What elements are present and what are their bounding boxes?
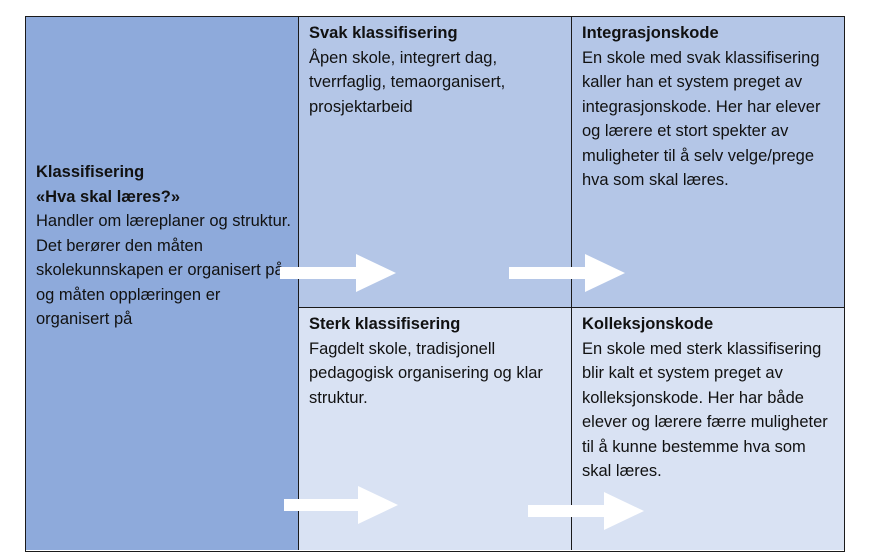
cell-klassifisering: Klassifisering «Hva skal læres?» Handler…	[26, 17, 299, 550]
heading-svak-klassifisering: Svak klassifisering	[309, 24, 458, 42]
cell-integrasjonskode: Integrasjonskode En skole med svak klass…	[572, 17, 844, 308]
heading-question: «Hva skal læres?»	[36, 187, 181, 206]
cell-kolleksjonskode: Kolleksjonskode En skole med sterk klass…	[572, 308, 844, 550]
arrow-right-icon	[509, 254, 625, 292]
text-integrasjonskode: En skole med svak klassifisering kaller …	[582, 48, 821, 190]
heading-klassifisering: Klassifisering	[36, 163, 145, 181]
text-kolleksjonskode: En skole med sterk klassifisering blir k…	[582, 339, 828, 481]
arrow-right-icon	[280, 254, 396, 292]
text-svak-klassifisering: Åpen skole, integrert dag, tverrfaglig, …	[309, 48, 506, 116]
heading-sterk-klassifisering: Sterk klassifisering	[309, 315, 461, 333]
arrow-right-icon	[528, 492, 644, 530]
cell-svak-klassifisering: Svak klassifisering Åpen skole, integrer…	[299, 17, 572, 308]
heading-kolleksjonskode: Kolleksjonskode	[582, 315, 714, 333]
text-klassifisering: Handler om læreplaner og struktur. Det b…	[36, 212, 291, 328]
classification-table: Klassifisering «Hva skal læres?» Handler…	[25, 16, 845, 552]
heading-integrasjonskode: Integrasjonskode	[582, 24, 719, 42]
text-sterk-klassifisering: Fagdelt skole, tradisjonell pedagogisk o…	[309, 339, 543, 407]
arrow-right-icon	[284, 486, 398, 524]
